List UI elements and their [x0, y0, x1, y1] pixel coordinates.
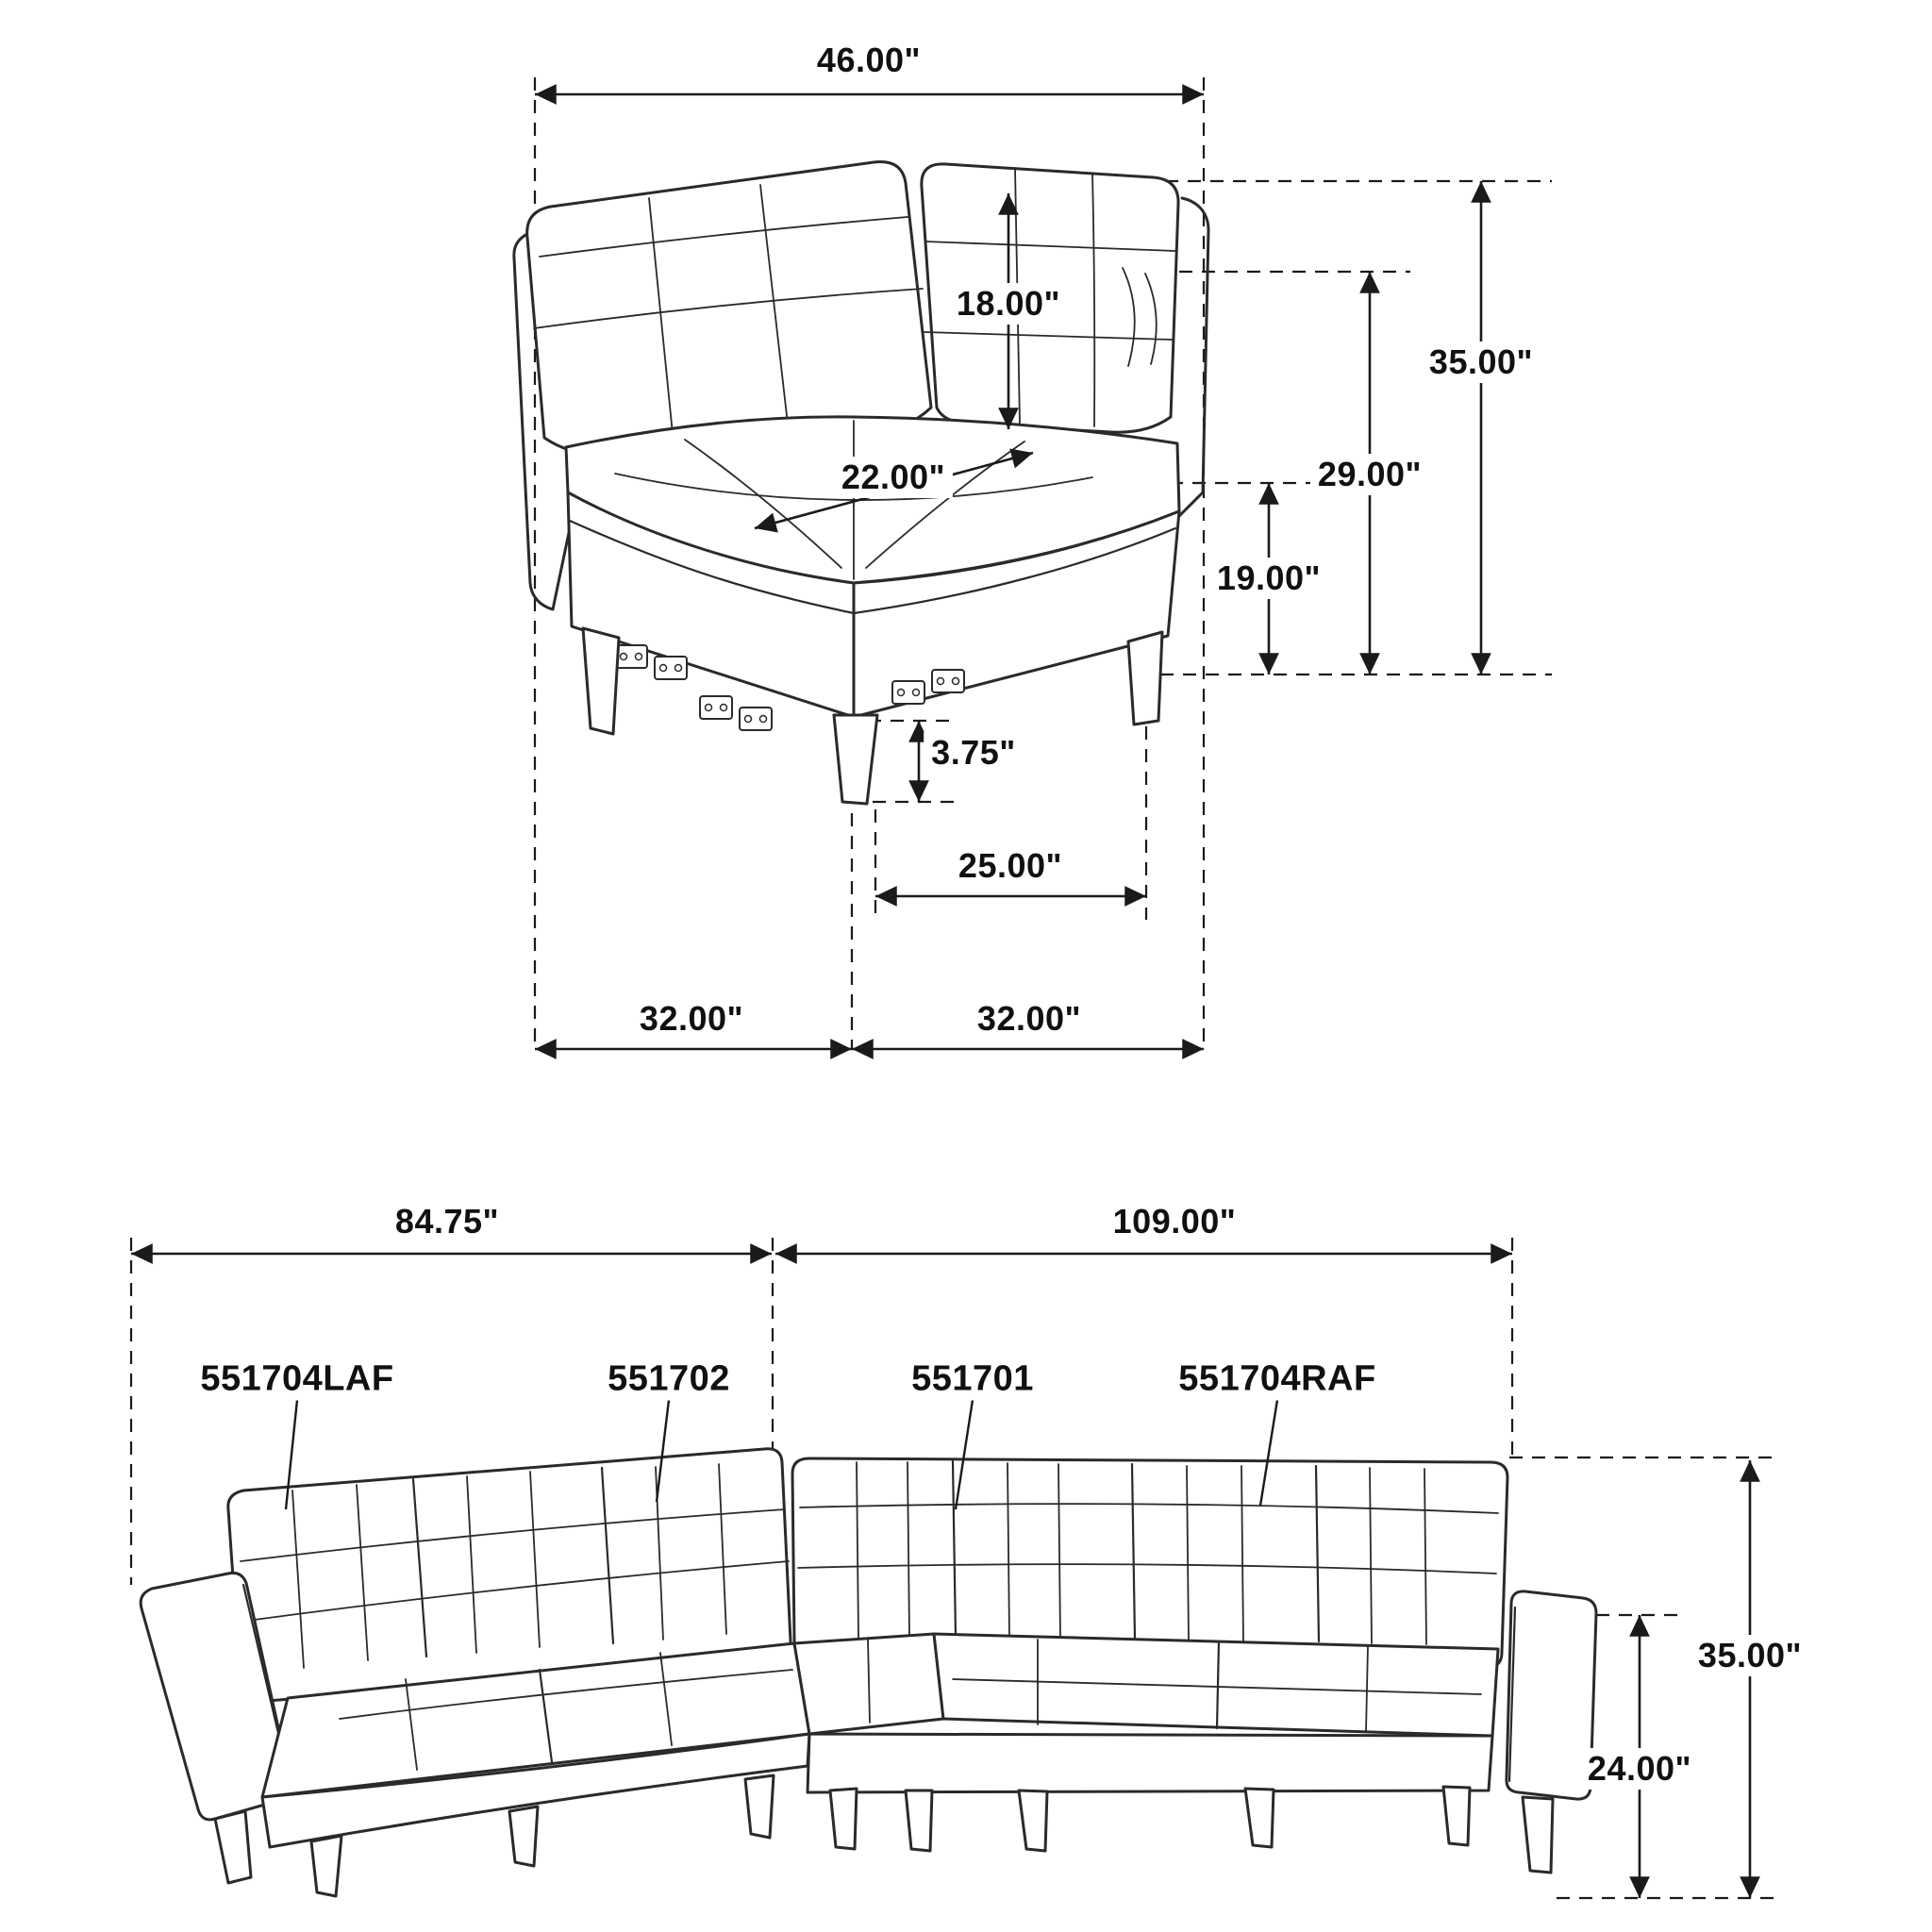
dim-leg-height: 3.75" — [924, 732, 1024, 774]
part-leader-lines — [284, 1399, 1279, 1510]
part-label-551701: 551701 — [904, 1357, 1041, 1401]
dim-leg-span: 25.00" — [950, 845, 1071, 887]
dim-overall-height-sectional: 35.00" — [1690, 1635, 1810, 1676]
part-label-551704raf: 551704RAF — [1171, 1357, 1384, 1401]
dim-arm-height: 24.00" — [1579, 1748, 1700, 1790]
dim-back-height: 29.00" — [1309, 454, 1430, 495]
dim-right-width: 32.00" — [969, 998, 1090, 1040]
dim-left-width: 32.00" — [631, 998, 752, 1040]
part-label-551704laf: 551704LAF — [192, 1357, 402, 1401]
dim-overall-height-corner: 35.00" — [1421, 341, 1541, 383]
dim-back-cushion: 18.00" — [948, 283, 1069, 325]
sectional-dimension-lines — [131, 1243, 1760, 1898]
part-label-551702: 551702 — [600, 1357, 738, 1401]
dim-seat-height: 19.00" — [1208, 558, 1329, 599]
sectional-sofa-drawing — [139, 1447, 1598, 1898]
dim-right-span: 109.00" — [1105, 1201, 1244, 1242]
dim-seat-depth: 22.00" — [833, 457, 954, 498]
dim-left-span: 84.75" — [387, 1201, 508, 1242]
dim-top-width: 46.00" — [808, 40, 929, 81]
